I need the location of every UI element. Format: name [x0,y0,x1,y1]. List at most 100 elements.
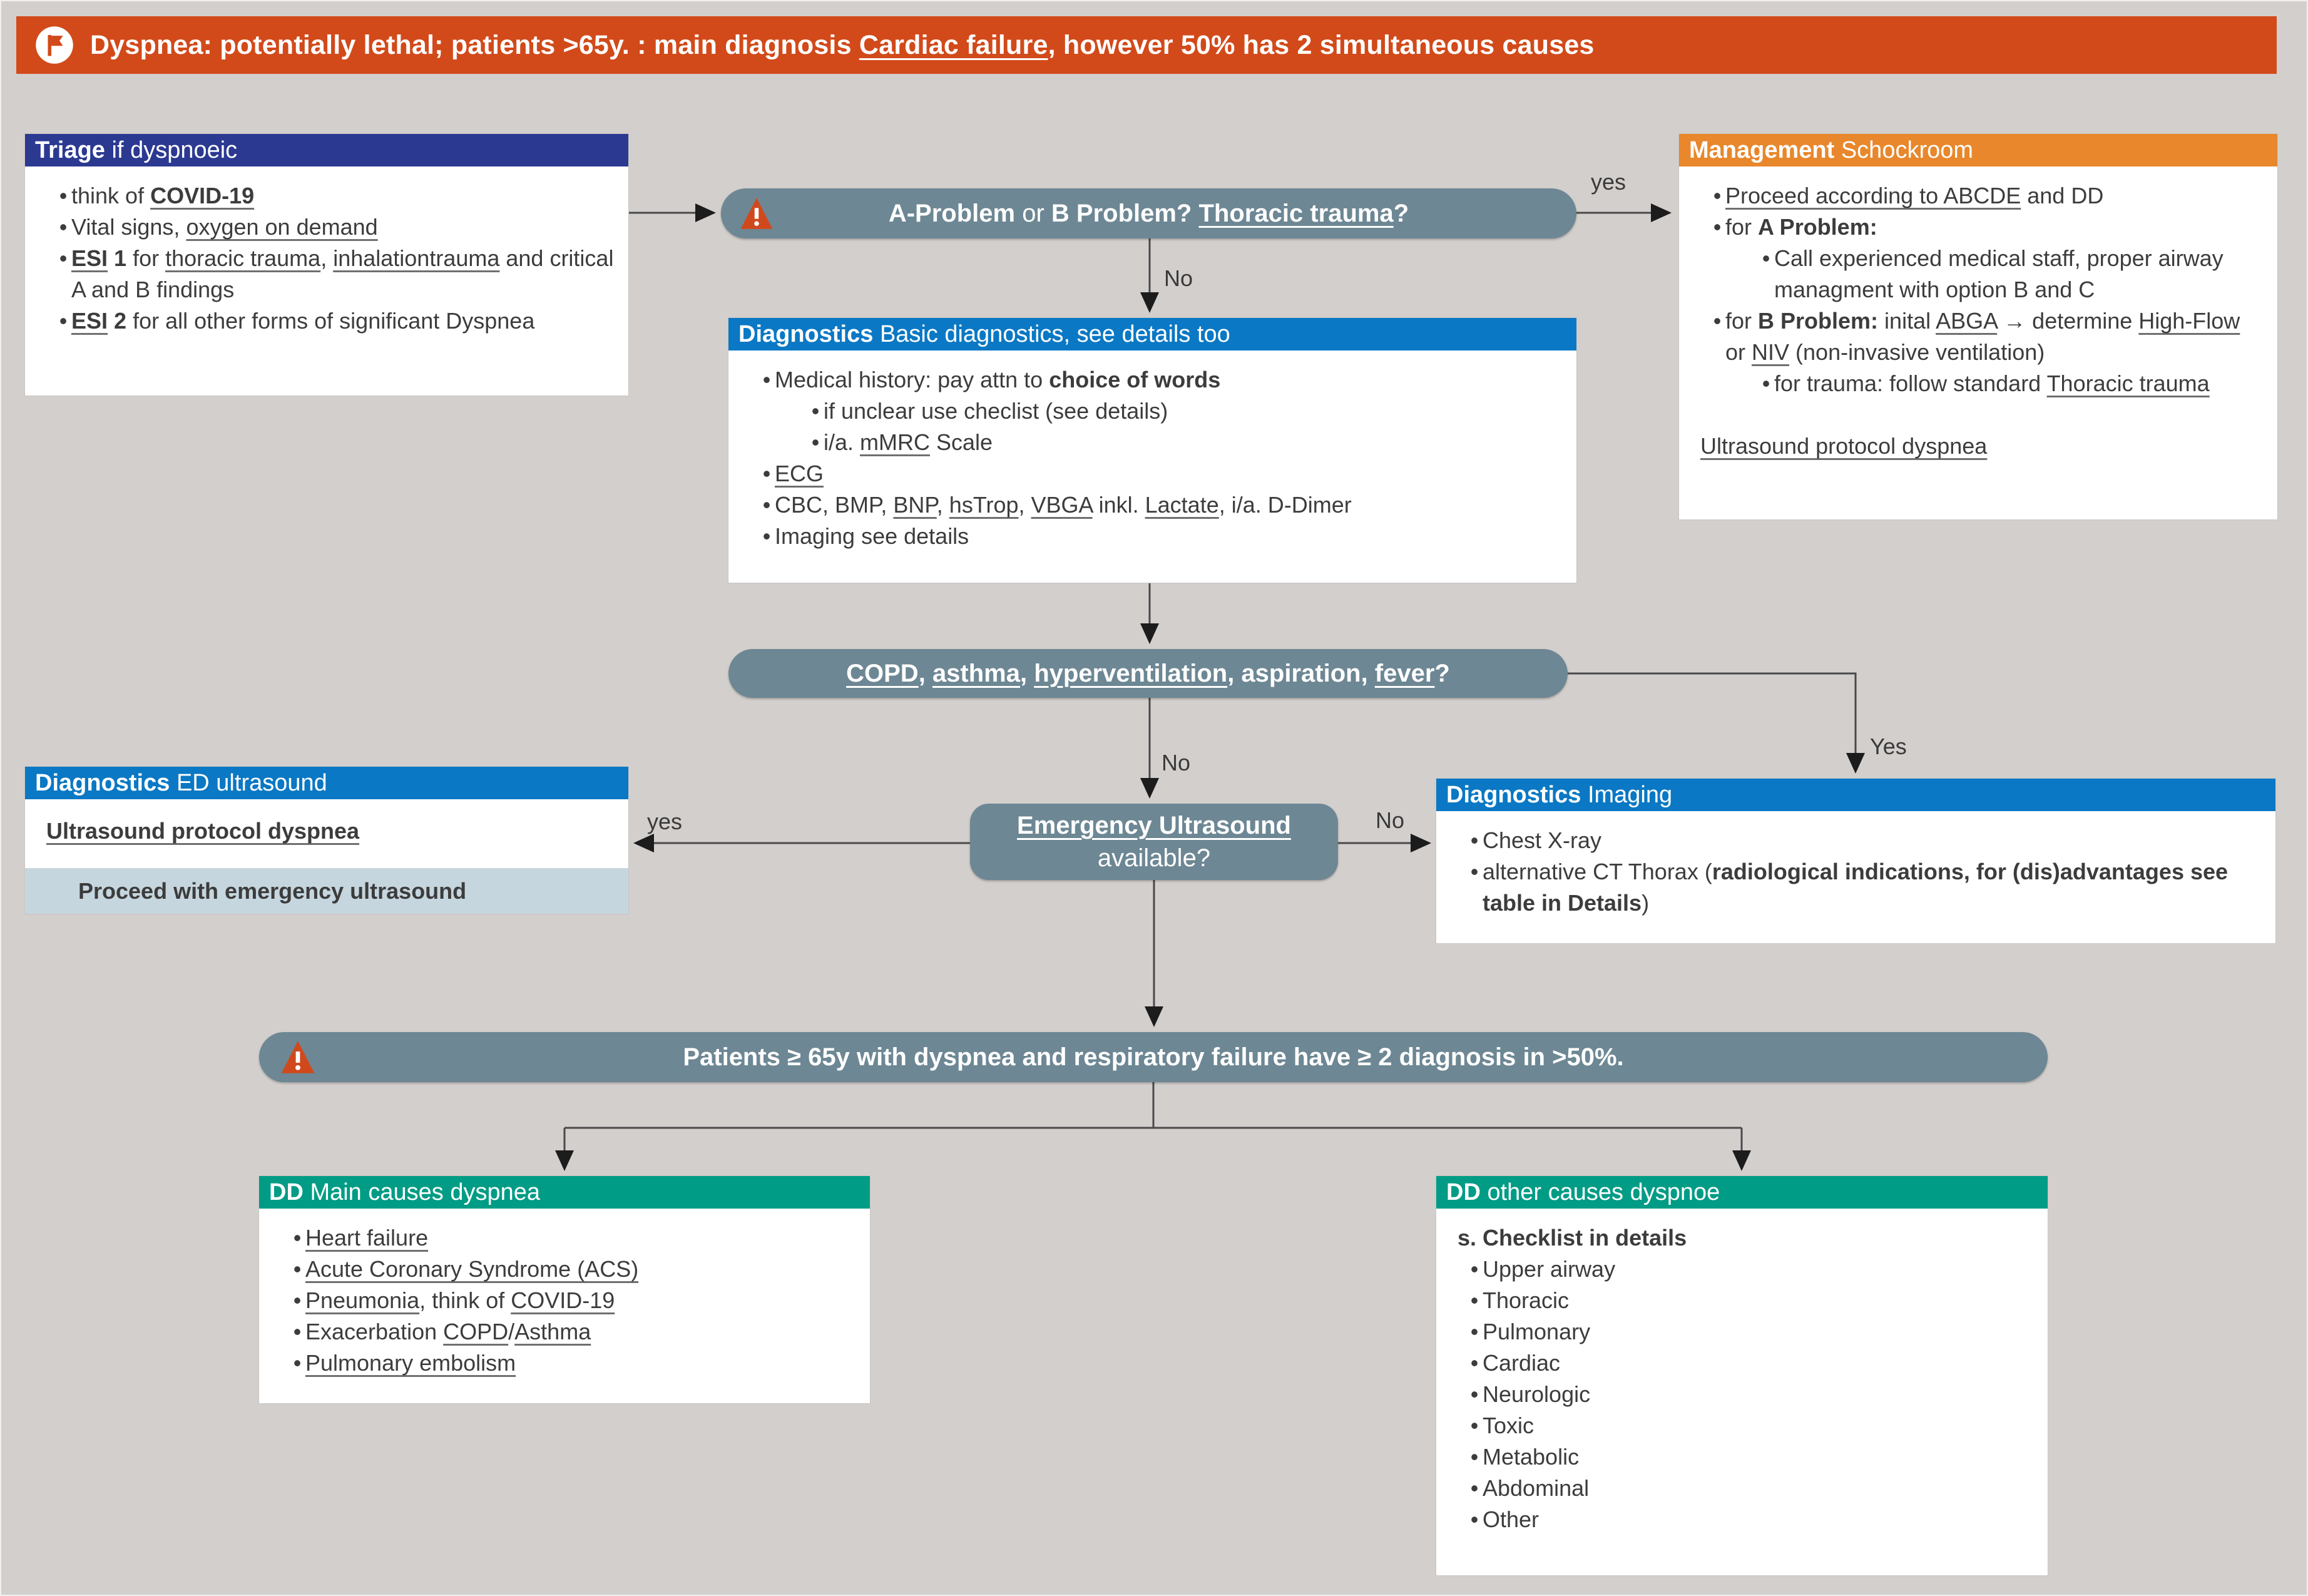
link-text[interactable]: Pulmonary embolism [305,1350,516,1376]
text-run: Toxic [1483,1413,1534,1438]
triage-header: Triage if dyspnoeic [25,134,628,166]
text-run: Diagnostics [35,769,170,796]
dd-other-causes-header-text: DD other causes dyspnoe [1446,1179,1720,1206]
list-line: •Pulmonary [1449,1316,2035,1348]
bullet: • [1470,1444,1479,1470]
text-run: B Problem? [1051,199,1199,227]
link-text[interactable]: COVID-19 [150,183,255,208]
text-run: Upper airway [1483,1256,1616,1282]
link-text[interactable]: asthma [932,659,1020,687]
banner-text: Dyspnea: potentially lethal; patients >6… [90,30,1595,61]
list-line: •Upper airway [1449,1254,2035,1285]
text-run: , [918,659,932,687]
link-text[interactable]: Proceed according to ABCDE [1725,183,2021,208]
link-text[interactable]: ESI [71,308,108,334]
link-text[interactable]: Heart failure [305,1225,429,1251]
link-text[interactable]: hsTrop [949,492,1019,518]
line-text: Cardiac [1483,1348,1560,1379]
link-text[interactable]: BNP [893,492,937,518]
link-text[interactable]: mMRC [860,429,931,455]
dd-other-causes-body: s. Checklist in details•Upper airway•Tho… [1436,1209,2048,1542]
ed-proceed-strip: Proceed with emergency ultrasound [25,868,628,914]
text-run: s. Checklist in details [1458,1225,1687,1251]
link-text[interactable]: Thoracic trauma [2046,371,2210,396]
text-run: B Problem: [1758,308,1879,334]
text-run: Vital signs, [71,214,186,240]
link-text[interactable]: High-Flow [2138,308,2240,334]
ed-ultrasound-header: Diagnostics ED ultrasound [25,767,628,799]
list-line: •Cardiac [1449,1348,2035,1379]
dd-main-causes-header: DD Main causes dyspnea [259,1176,870,1209]
link-text[interactable]: Emergency Ultrasound [1017,812,1291,839]
text-run: , however 50% has 2 simultaneous causes [1048,29,1595,60]
link-text[interactable]: Pneumonia [305,1287,420,1313]
list-line: •ESI 1 for thoracic trauma, inhalationtr… [38,243,616,305]
dd-main-causes-body: •Heart failure•Acute Coronary Syndrome (… [259,1209,870,1385]
text-run: (non-invasive ventilation) [1789,339,2045,365]
link-text[interactable]: oxygen on demand [186,214,378,240]
line-text: Pulmonary [1483,1316,1590,1348]
text-run: choice of words [1049,367,1221,392]
line-text: Other [1483,1504,1539,1535]
link-text[interactable]: thoracic trauma [165,245,321,271]
list-line: •Metabolic [1449,1441,2035,1473]
link-text[interactable]: Lactate [1145,492,1219,518]
management-header: Management Schockroom [1679,134,2277,166]
bullet: • [1470,1350,1479,1376]
text-run: Schockroom [1834,136,1974,163]
patients-warning-text: Patients ≥ 65y with dyspnea and respirat… [683,1043,1623,1072]
text-run: for [126,245,166,271]
diagnostics-imaging-header-text: Diagnostics Imaging [1446,782,1672,809]
list-line: •CBC, BMP, BNP, hsTrop, VBGA inkl. Lacta… [741,489,1564,521]
link-text[interactable]: fever [1374,659,1435,687]
link-text[interactable]: COVID-19 [511,1287,615,1313]
bullet: • [293,1319,302,1344]
text-run: or [1015,199,1051,227]
text-run: , i/a. D-Dimer [1218,492,1352,518]
link-text[interactable]: Cardiac failure [859,29,1048,60]
link-text[interactable]: COPD [443,1319,509,1344]
link-text[interactable]: Acute Coronary Syndrome (ACS) [305,1256,639,1282]
line-text: Medical history: pay attn to choice of w… [775,364,1220,396]
bullet: • [1470,1256,1479,1282]
bullet: • [59,183,68,208]
line-text: Toxic [1483,1410,1534,1441]
link-text[interactable]: COPD [846,659,919,687]
bullet: • [1470,1287,1479,1313]
list-line: •ESI 2 for all other forms of significan… [38,305,616,337]
text-run: Patients ≥ 65y with dyspnea and respirat… [683,1043,1624,1071]
text-run: , [1020,659,1034,687]
text-run: Management [1689,136,1835,163]
bullet: • [762,461,771,486]
text-run: for [1725,308,1759,334]
link-text[interactable]: VBGA [1031,492,1093,518]
link-text[interactable]: ECG [775,461,824,486]
management-box: Management Schockroom • Proceed according… [1679,134,2277,519]
link-text[interactable]: Ultrasound protocol dyspnea [1700,433,1988,459]
link-text[interactable]: Thoracic trauma [1198,199,1394,227]
text-run: → determine [1997,308,2139,334]
link-text[interactable]: inhalationtrauma [333,245,500,271]
link-text[interactable]: ABGA [1936,308,1998,334]
ultrasound-protocol-link[interactable]: Ultrasound protocol dyspnea [46,816,359,847]
link-text[interactable]: ESI [71,245,108,271]
link-text[interactable]: NIV [1752,339,1790,365]
flag-icon [36,26,73,64]
bullet: • [1713,308,1722,334]
line-text: Abdominal [1483,1473,1589,1504]
text-run: Call experienced medical staff, proper a… [1774,245,2224,302]
bullet: • [1470,1413,1479,1438]
line-text: Ultrasound protocol dyspnea [1700,431,1987,462]
list-line: •Chest X-ray [1449,825,2263,856]
bullet: • [762,523,771,549]
line-text: ESI 2 for all other forms of significant… [71,305,534,337]
link-text[interactable]: Asthma [514,1319,591,1344]
text-run: Other [1483,1506,1540,1532]
text-run: Metabolic [1483,1444,1580,1470]
bullet: • [811,398,820,424]
text-run: DD [269,1179,304,1205]
list-line: •Imaging see details [741,521,1564,552]
link-text[interactable]: hyperventilation [1034,659,1228,687]
line-text: for A Problem: [1725,212,1877,243]
link-text[interactable]: Ultrasound protocol dyspnea [46,818,360,844]
